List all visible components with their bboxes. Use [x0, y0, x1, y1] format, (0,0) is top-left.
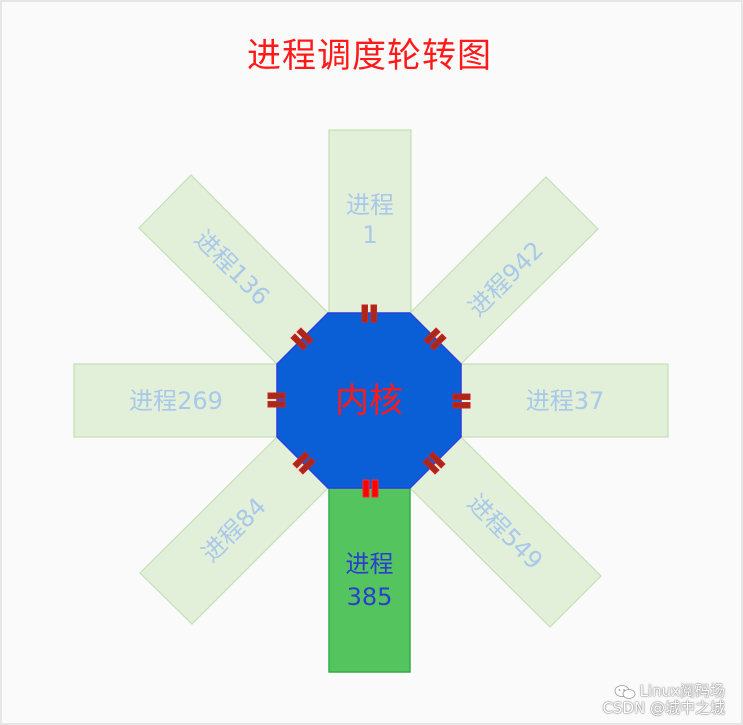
process-bar-84: 进程84 [139, 436, 329, 625]
process-bar-1: 进程 1 [328, 129, 412, 314]
process-bar-942: 进程942 [409, 176, 599, 365]
connector-right [452, 393, 471, 409]
wechat-icon [614, 684, 635, 699]
process-bar-37: 进程37 [460, 363, 669, 438]
connector-bottom-right [422, 451, 446, 475]
diagram-title: 进程调度轮转图 [247, 36, 492, 76]
watermark-line-2: CSDN @城中之城 [602, 699, 725, 717]
connector-bottom-active [362, 479, 379, 498]
process-bar-385-active: 进程 385 [328, 487, 411, 673]
connector-top-left [290, 327, 314, 351]
process-label-active: 385 [347, 583, 393, 611]
process-label: 进程 [346, 191, 394, 219]
process-bar-136: 进程136 [138, 174, 329, 365]
process-label-active: 进程 [346, 550, 394, 578]
connector-top [361, 304, 377, 323]
process-bar-269: 进程269 [73, 363, 279, 438]
kernel-label: 内核 [335, 381, 403, 421]
connector-left [267, 392, 286, 408]
process-label: 进程269 [129, 387, 223, 415]
process-label: 进程37 [526, 387, 605, 415]
connector-bottom-left [292, 451, 316, 475]
watermark: Linux阅码场 CSDN @城中之城 [602, 683, 725, 717]
process-label: 1 [362, 221, 377, 249]
watermark-row-1: Linux阅码场 [602, 683, 725, 700]
connector-top-right [423, 327, 447, 351]
watermark-line-1: Linux阅码场 [639, 682, 725, 700]
kernel-octagon: 内核 [276, 312, 462, 489]
